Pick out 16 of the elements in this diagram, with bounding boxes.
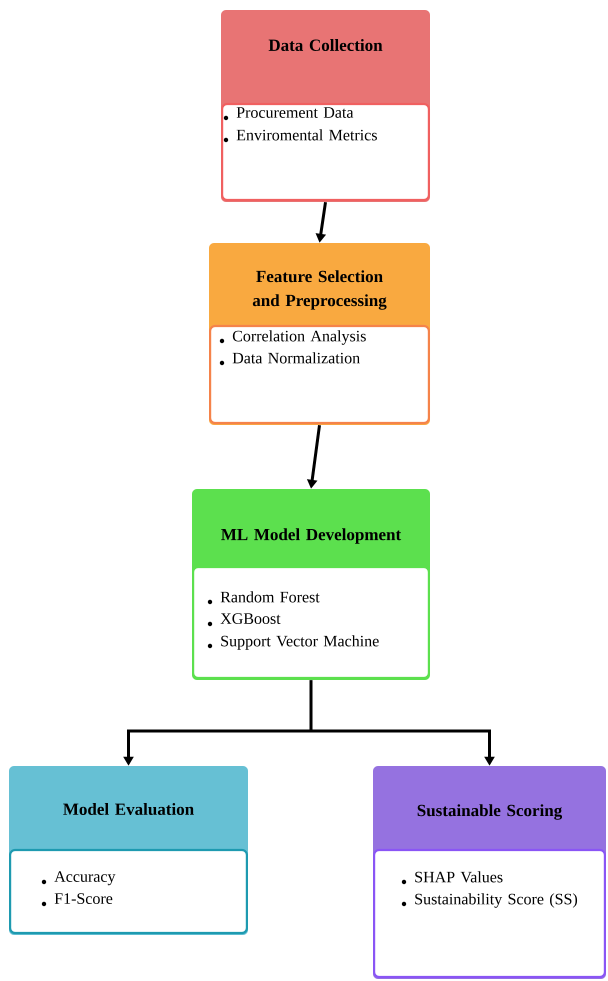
bullet-item: SHAP Values — [402, 871, 503, 884]
bullet-item: XGBoost — [208, 613, 281, 626]
bullet-item: Accuracy — [42, 871, 116, 886]
bullet-item: F1-Score — [42, 893, 112, 906]
card-heading: Sustainable Scoring — [418, 804, 562, 820]
card-heading: Data Collection — [268, 39, 382, 51]
card-heading: Feature Selection and Preprocessing — [252, 270, 387, 310]
bullet-item: Sustainability Score (SS) — [402, 893, 578, 908]
bullet-item: Correlation Analysis — [220, 330, 366, 345]
card-heading: Model Evaluation — [63, 803, 194, 815]
bullet-item: Support Vector Machine — [208, 635, 379, 650]
bullet-item: Random Forest — [208, 591, 320, 604]
bullet-item: Data Normalization — [220, 352, 360, 366]
bullet-item: Enviromental Metrics — [224, 129, 377, 142]
card-heading: ML Model Development — [221, 528, 402, 544]
bullet-item: Procurement Data — [224, 107, 354, 120]
